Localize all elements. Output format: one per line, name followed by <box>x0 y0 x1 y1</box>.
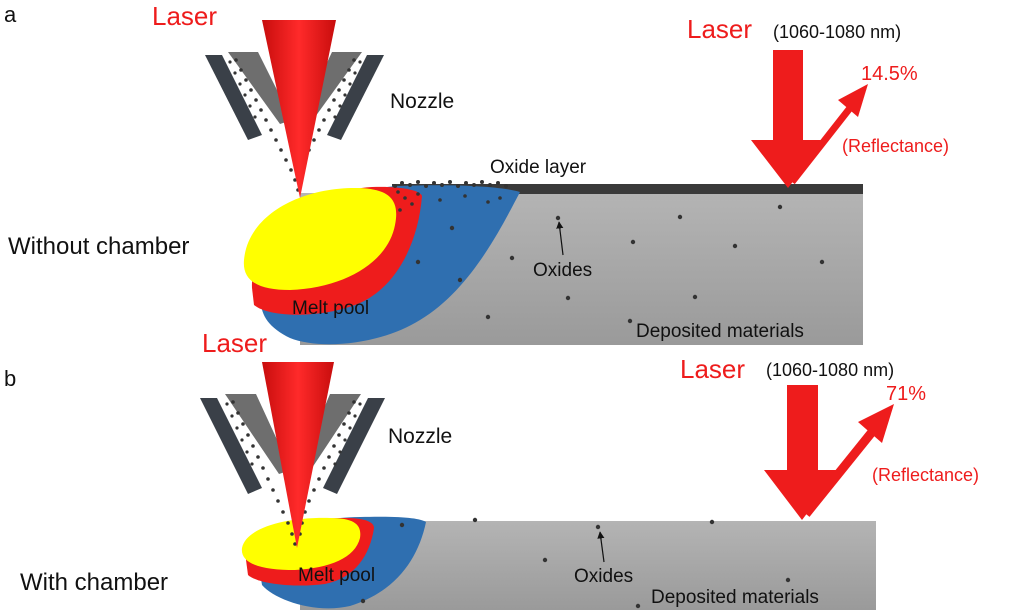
panel-b-reflected-laser-head <box>858 404 894 443</box>
panel-b-side-label: With chamber <box>20 569 168 596</box>
panel-b-incident-laser-arrow <box>764 385 840 520</box>
panel-b-laser-beam <box>262 362 334 548</box>
panel-b-oxides-pointer <box>597 531 605 563</box>
panel-b-nozzle-label: Nozzle <box>388 425 452 448</box>
panel-b-oxides-label: Oxides <box>574 566 633 587</box>
panel-b-reflectance-label: (Reflectance) <box>872 465 979 485</box>
panel-b-laser-label: Laser <box>202 328 267 358</box>
panel-b-wavelength: (1060-1080 nm) <box>766 360 894 380</box>
panel-a-incident-laser-arrow <box>751 50 825 188</box>
panel-b-letter: b <box>4 366 16 391</box>
panel-b-reflected-laser-line <box>802 429 876 517</box>
panel-a-reflectance-value: 14.5% <box>861 63 918 85</box>
panel-a-reflectance-label: (Reflectance) <box>842 136 949 156</box>
panel-a-melt-pool-core <box>243 188 397 290</box>
panel-b-melt-pool-label: Melt pool <box>298 565 375 586</box>
panel-a-laser-label: Laser <box>152 1 217 31</box>
panel-b-melt-pool-core <box>241 517 361 570</box>
panel-a-oxides-pointer <box>556 221 564 256</box>
panel-a-nozzle-label: Nozzle <box>390 90 454 113</box>
panel-a-right-laser-label: Laser <box>687 14 752 44</box>
panel-a-reflected-laser-head <box>838 84 868 117</box>
panel-a-oxide-particles <box>415 204 825 324</box>
panel-a-oxide-layer-label: Oxide layer <box>490 157 587 178</box>
panel-a-melt-pool-label: Melt pool <box>292 298 369 319</box>
panel-b-right-laser-label: Laser <box>680 354 745 384</box>
panel-a-wavelength: (1060-1080 nm) <box>773 22 901 42</box>
panel-a-nozzle <box>205 52 384 192</box>
panel-b-reflectance-value: 71% <box>886 383 926 405</box>
panel-a-side-label: Without chamber <box>8 233 189 260</box>
panel-b-deposited-label: Deposited materials <box>651 587 819 608</box>
panel-a-surface-oxide-particles <box>393 180 508 212</box>
panel-a-laser-beam <box>262 20 336 198</box>
panel-a-letter: a <box>4 2 17 27</box>
panel-b-oxide-particles <box>360 517 791 609</box>
panel-a-oxide-layer <box>392 184 863 194</box>
panel-b-nozzle <box>200 394 385 546</box>
panel-a-oxides-label: Oxides <box>533 260 592 281</box>
panel-b: b <box>4 328 979 610</box>
panel-a-reflected-laser-line <box>789 105 853 185</box>
panel-a: a <box>4 1 949 345</box>
panel-a-deposited-label: Deposited materials <box>636 321 804 342</box>
